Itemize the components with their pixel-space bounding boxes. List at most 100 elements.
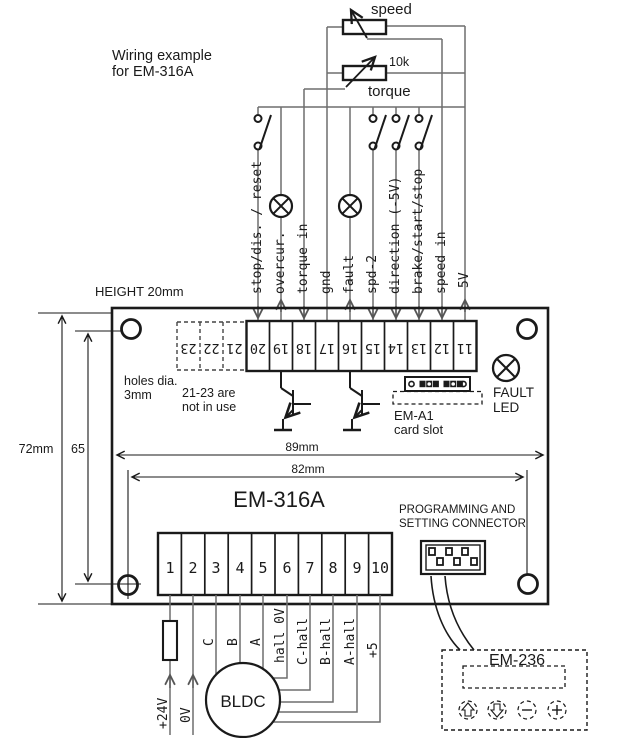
top-terminal-block: 23 22 21 20 19 18 17 16 15 14 13 12 11 — [176, 319, 478, 373]
programming-cable — [430, 575, 475, 651]
label-plus5: +5 — [366, 642, 381, 658]
torque-potentiometer — [341, 57, 388, 88]
label-b-hall: B-hall — [319, 618, 334, 665]
terminal-10: 10 — [371, 559, 389, 577]
terminal-12: 12 — [434, 340, 450, 356]
switch-stop-reset-icon — [253, 114, 272, 151]
signal-labels: stop/dis. / reset overcur. torque in gnd… — [250, 161, 472, 294]
unused-note-line2: not in use — [182, 400, 236, 414]
label-hall-0v: hall 0V — [273, 608, 288, 663]
em236-button-plus — [547, 700, 567, 720]
transistor-2-icon — [343, 372, 380, 432]
fault-lamp-icon — [337, 193, 363, 219]
programming-connector — [419, 539, 487, 576]
card-slot-label-line2: card slot — [394, 422, 444, 437]
terminal-14: 14 — [388, 340, 404, 356]
terminal-18: 18 — [296, 340, 312, 356]
mounting-hole-bottom-right — [517, 573, 539, 595]
holes-note-line1: holes dia. — [124, 374, 178, 388]
label-b: B — [226, 638, 241, 646]
dim-82mm: 82mm — [291, 462, 324, 476]
terminal-7: 7 — [305, 559, 314, 577]
torque-pot-label: torque — [368, 83, 411, 100]
holes-note-line2: 3mm — [124, 388, 152, 402]
unused-terminal-cells — [176, 321, 247, 371]
terminal-23: 23 — [180, 340, 196, 356]
terminal-3: 3 — [211, 559, 220, 577]
bottom-terminal-block: 1 2 3 4 5 6 7 8 9 10 — [156, 531, 394, 597]
terminal-13: 13 — [411, 340, 427, 356]
signal-label-spd2: spd-2 — [365, 255, 380, 294]
bottom-wiring — [170, 595, 381, 735]
dimension-lines — [38, 312, 543, 605]
bottom-terminal-numbers: 1 2 3 4 5 6 7 8 9 10 — [165, 559, 389, 577]
terminal-6: 6 — [282, 559, 291, 577]
em236-label: EM-236 — [489, 652, 545, 669]
transistor-1-icon — [274, 372, 311, 432]
terminal-11: 11 — [457, 340, 473, 356]
signal-label-gnd: gnd — [319, 271, 334, 294]
signal-label-torque-in: torque in — [296, 224, 311, 294]
overcurrent-lamp-icon — [268, 193, 294, 219]
up-arrow-icon — [460, 702, 476, 717]
down-arrow-icon — [489, 703, 505, 718]
em236-display — [462, 665, 566, 689]
signal-label-speed-in: speed in — [434, 231, 449, 294]
dim-89mm: 89mm — [285, 440, 318, 454]
prog-connector-label-line2: SETTING CONNECTOR — [399, 518, 526, 530]
switch-spd2-icon — [368, 114, 387, 151]
motor-wire-labels: +24V 0V C B A hall 0V C-hall B-hall A-ha… — [156, 608, 381, 729]
terminal-4: 4 — [235, 559, 244, 577]
label-24v: +24V — [156, 698, 171, 729]
board-name: EM-316A — [233, 487, 325, 512]
signal-label-5v: 5V — [457, 272, 472, 288]
label-a-hall: A-hall — [343, 618, 358, 665]
terminal-2: 2 — [188, 559, 197, 577]
fuse-icon — [161, 619, 179, 662]
signal-label-fault: fault — [342, 255, 357, 294]
label-c: C — [202, 638, 217, 646]
terminal-21: 21 — [226, 340, 242, 356]
caption: Wiring example for EM-316A — [112, 48, 212, 80]
terminal-19: 19 — [273, 340, 289, 356]
terminal-9: 9 — [352, 559, 361, 577]
signal-label-stop-dis-reset: stop/dis. / reset — [250, 161, 265, 294]
speed-wiper-arrow — [351, 10, 368, 39]
signal-label-brake-start-stop: brake/start/stop — [411, 169, 426, 294]
mounting-hole-top-left — [120, 318, 142, 340]
signal-label-overcur: overcur. — [273, 231, 288, 294]
label-0v: 0V — [179, 707, 194, 723]
terminal-1: 1 — [165, 559, 174, 577]
switch-brake-icon — [414, 114, 433, 151]
caption-line1: Wiring example — [112, 48, 212, 64]
caption-line2: for EM-316A — [112, 64, 194, 80]
card-slot-label-line1: EM-A1 — [394, 408, 434, 423]
mounting-hole-top-right — [516, 318, 538, 340]
board-outline — [110, 306, 550, 606]
em236-unit — [441, 649, 588, 731]
torque-wiper-arrow — [345, 57, 375, 88]
signal-label-direction: direction (-5V) — [388, 177, 403, 294]
em236-button-up — [458, 700, 478, 720]
card-slot — [392, 376, 483, 405]
fault-led-icon — [491, 353, 521, 383]
terminal-15: 15 — [365, 340, 381, 356]
fault-led-label-line2: LED — [493, 400, 520, 415]
terminal-5: 5 — [258, 559, 267, 577]
pot-resistance-label: 10k — [389, 55, 410, 69]
fault-led-label-line1: FAULT — [493, 385, 534, 400]
terminal-22: 22 — [203, 340, 219, 356]
height-note: HEIGHT 20mm — [95, 284, 184, 299]
dim-65: 65 — [71, 442, 85, 456]
terminal-20: 20 — [250, 340, 266, 356]
top-terminal-numbers: 23 22 21 20 19 18 17 16 15 14 13 12 11 — [180, 340, 473, 356]
speed-potentiometer — [341, 10, 388, 39]
speed-pot-label: speed — [371, 1, 412, 18]
em236-button-down — [487, 700, 507, 720]
bldc-motor — [204, 661, 282, 738]
dim-72mm: 72mm — [19, 442, 54, 456]
terminal-16: 16 — [342, 340, 358, 356]
label-a: A — [249, 638, 264, 646]
label-c-hall: C-hall — [296, 618, 311, 665]
